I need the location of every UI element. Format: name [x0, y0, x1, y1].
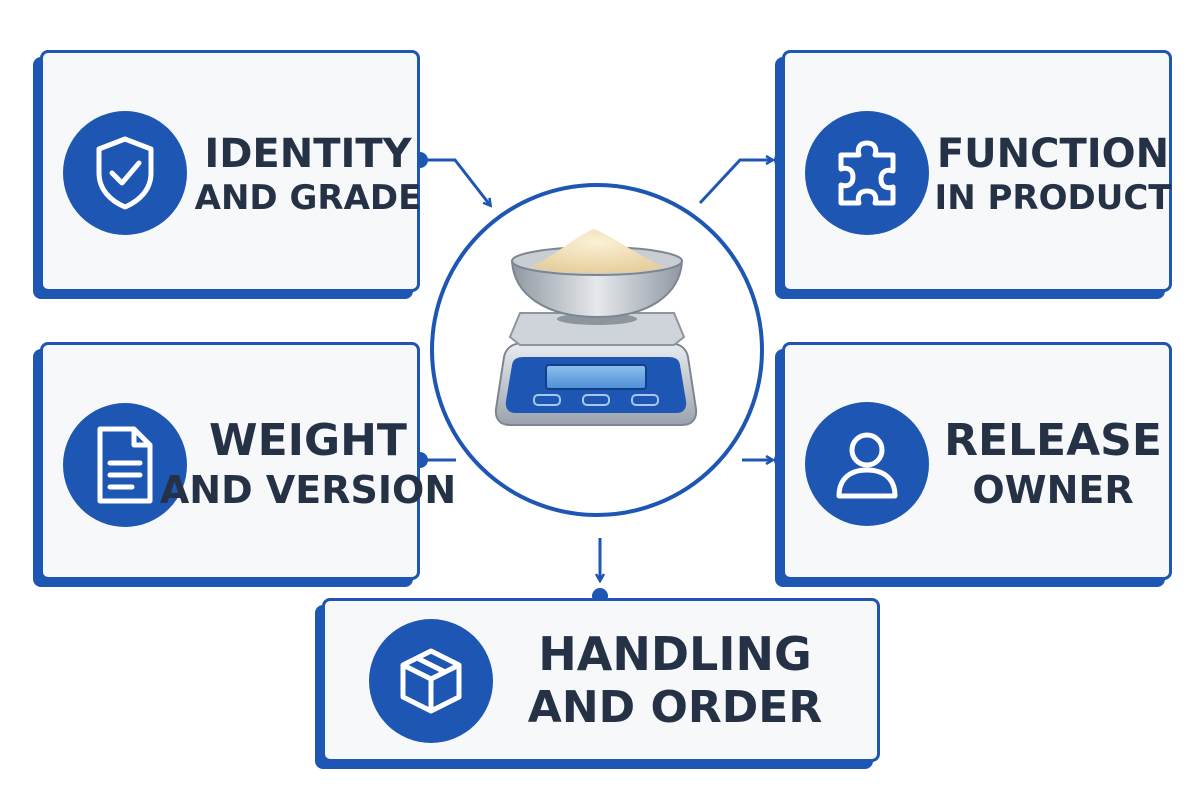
- shield-check-icon-badge: [63, 111, 187, 235]
- handling-label-line1: HANDLING: [538, 627, 812, 681]
- card-identity-and-grade: IDENTITY AND GRADE: [40, 50, 422, 292]
- card-function-in-product: FUNCTION IN PRODUCT: [782, 50, 1172, 292]
- card-release-owner: RELEASE OWNER: [782, 342, 1172, 580]
- release-label: RELEASE OWNER: [943, 401, 1163, 527]
- shield-check-icon: [96, 136, 154, 210]
- center-hub: [430, 183, 764, 517]
- weight-label-line2: AND VERSION: [159, 467, 457, 512]
- handling-label: HANDLING AND ORDER: [515, 619, 835, 743]
- puzzle-piece-icon-badge: [805, 111, 929, 235]
- connector-handling: [592, 538, 608, 604]
- puzzle-piece-icon: [838, 140, 896, 206]
- function-label-line2: IN PRODUCT: [934, 177, 1172, 218]
- document-icon-badge: [63, 403, 187, 527]
- person-icon: [836, 432, 898, 499]
- document-icon: [97, 426, 153, 504]
- handling-label-line2: AND ORDER: [527, 682, 823, 734]
- person-icon-badge: [805, 402, 929, 526]
- function-label: FUNCTION IN PRODUCT: [935, 113, 1172, 235]
- card-handling-and-order: HANDLING AND ORDER: [322, 598, 880, 762]
- function-label-line1: FUNCTION: [936, 130, 1170, 177]
- release-label-line1: RELEASE: [944, 414, 1162, 466]
- weight-label-line1: WEIGHT: [209, 414, 407, 466]
- identity-label: IDENTITY AND GRADE: [195, 113, 422, 235]
- box-icon-badge: [369, 619, 493, 743]
- weight-label: WEIGHT AND VERSION: [160, 401, 456, 527]
- identity-label-line2: AND GRADE: [194, 177, 422, 218]
- box-icon: [400, 648, 462, 714]
- kitchen-scale-icon: [494, 229, 698, 426]
- identity-label-line1: IDENTITY: [204, 130, 412, 177]
- release-label-line2: OWNER: [972, 467, 1134, 512]
- card-weight-and-version: WEIGHT AND VERSION: [40, 342, 456, 580]
